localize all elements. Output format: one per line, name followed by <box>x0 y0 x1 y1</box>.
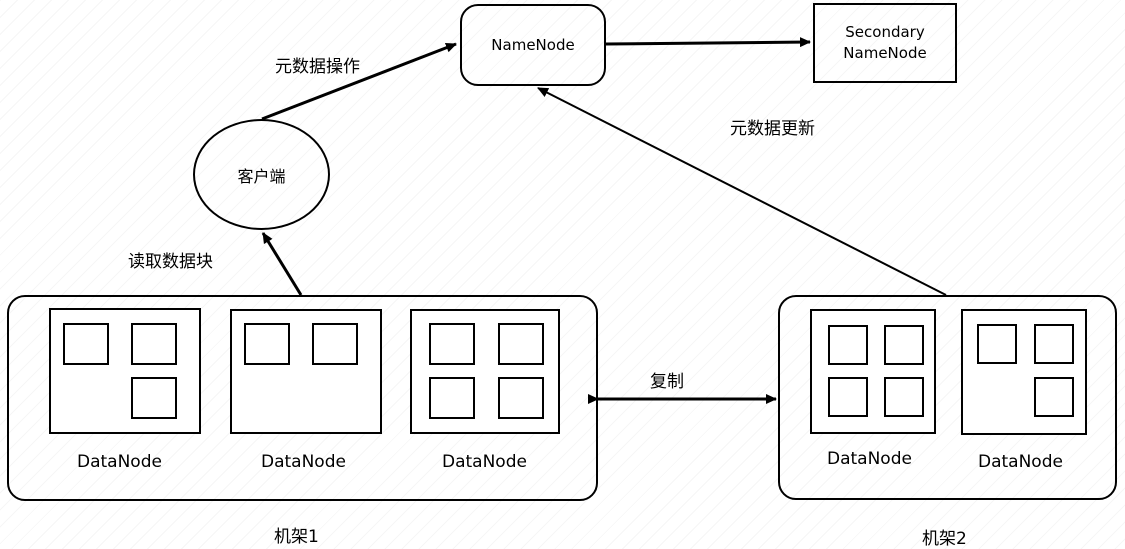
rack1-datanode-1 <box>49 308 201 434</box>
data-block <box>244 323 290 365</box>
data-block <box>131 323 177 365</box>
data-block <box>429 323 475 365</box>
data-block <box>828 377 868 417</box>
secondary-label-line1: Secondary <box>845 23 925 41</box>
label-metadata-op: 元数据操作 <box>275 57 360 77</box>
namenode-label: NameNode <box>491 36 575 54</box>
label-metadata-update: 元数据更新 <box>730 119 815 139</box>
rack1-box: DataNode DataNode DataNode <box>7 295 598 501</box>
rack1-datanode-1-label: DataNode <box>77 452 162 472</box>
rack2-datanode-2-label: DataNode <box>978 452 1063 472</box>
rack1-datanode-2-label: DataNode <box>261 452 346 472</box>
data-block <box>312 323 358 365</box>
rack2-datanode-2 <box>961 309 1087 435</box>
label-read-block: 读取数据块 <box>128 252 213 272</box>
data-block <box>1034 324 1074 364</box>
data-block <box>828 325 868 365</box>
arrow-read-block <box>261 232 303 296</box>
data-block <box>977 324 1017 364</box>
rack2-datanode-1-label: DataNode <box>827 449 912 469</box>
data-block <box>498 377 544 419</box>
client-ellipse: 客户端 <box>193 119 330 230</box>
rack2-label: 机架2 <box>922 529 967 549</box>
client-label: 客户端 <box>237 166 286 186</box>
arrow-metadata-op <box>261 42 457 121</box>
label-replicate: 复制 <box>650 372 684 392</box>
data-block <box>498 323 544 365</box>
data-block <box>884 325 924 365</box>
secondary-label-line2: NameNode <box>843 44 927 62</box>
data-block <box>131 377 177 419</box>
secondary-namenode-box: Secondary NameNode <box>813 3 957 83</box>
rack1-datanode-2 <box>230 309 382 434</box>
data-block <box>1034 377 1074 417</box>
namenode-box: NameNode <box>460 4 606 86</box>
rack2-box: DataNode DataNode <box>778 295 1117 500</box>
data-block <box>884 377 924 417</box>
rack1-label: 机架1 <box>274 527 319 547</box>
arrow-metadata-update <box>537 87 947 296</box>
data-block <box>429 377 475 419</box>
data-block <box>63 323 109 365</box>
rack2-datanode-1 <box>810 309 936 434</box>
rack1-datanode-3-label: DataNode <box>442 452 527 472</box>
rack1-datanode-3 <box>410 309 560 434</box>
arrow-to-secondary <box>605 37 811 48</box>
